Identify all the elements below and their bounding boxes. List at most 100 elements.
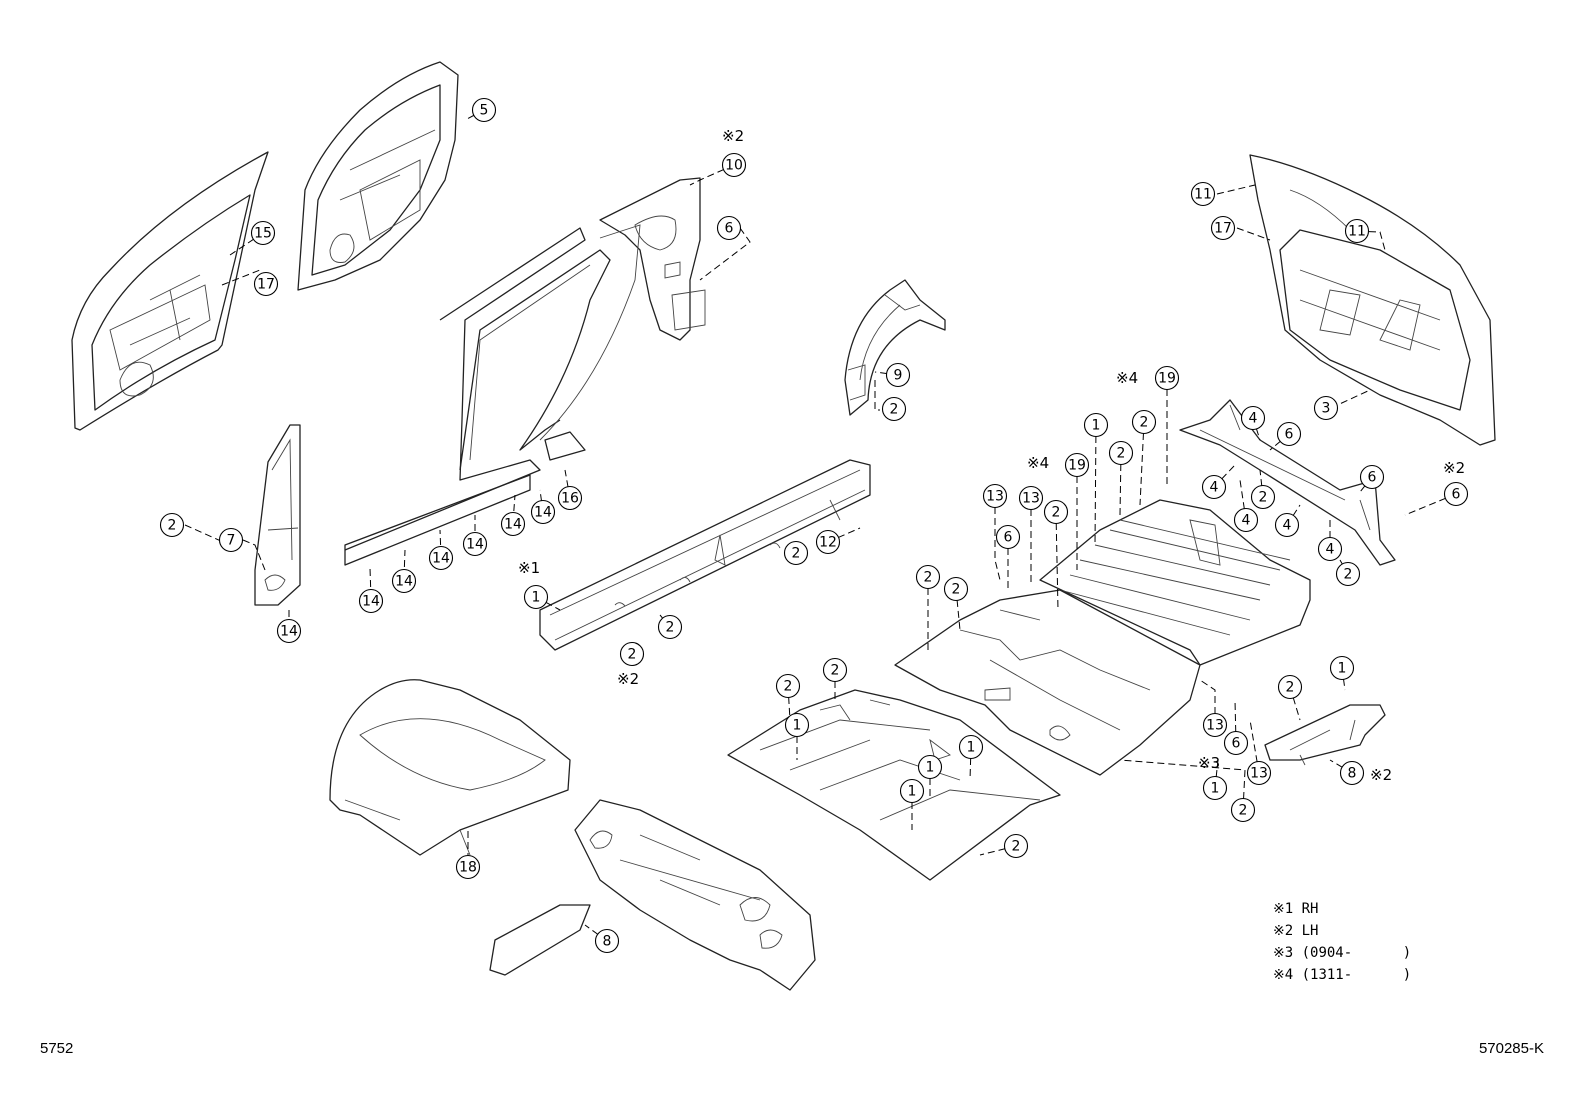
callout-14: 14	[500, 511, 526, 537]
callout-number: 2	[792, 546, 801, 562]
callout-number: 15	[254, 226, 272, 242]
callout-3: 3	[1313, 395, 1339, 421]
callout-number: 19	[1158, 371, 1176, 387]
callout-1: 1	[958, 734, 984, 760]
callout-number: 17	[1214, 221, 1232, 237]
callout-number: 1	[1338, 661, 1347, 677]
callout-circle	[471, 97, 497, 123]
reference-mark: ※4	[1027, 454, 1049, 472]
callout-circle	[159, 512, 185, 538]
callout-number: 4	[1326, 542, 1335, 558]
callout-number: 14	[534, 505, 552, 521]
callout-14: 14	[391, 568, 417, 594]
callout-number: 2	[831, 663, 840, 679]
callout-circle	[253, 271, 279, 297]
callout-2: 2	[1277, 674, 1303, 700]
callout-2: 2	[943, 576, 969, 602]
callout-number: 18	[459, 860, 477, 876]
callout-circle	[982, 483, 1008, 509]
callout-circle	[775, 673, 801, 699]
callout-2: 2	[1043, 499, 1069, 525]
callout-18: 18	[455, 854, 481, 880]
callout-number: 1	[926, 760, 935, 776]
callout-circle	[500, 511, 526, 537]
callout-circle	[1108, 440, 1134, 466]
callout-circle	[1190, 181, 1216, 207]
callout-circle	[1359, 464, 1385, 490]
callout-circle	[1335, 561, 1361, 587]
callout-circle	[530, 499, 556, 525]
callout-number: 14	[362, 594, 380, 610]
callout-number: 6	[1452, 487, 1461, 503]
callout-circle	[1250, 484, 1276, 510]
callout-13: 13	[1246, 760, 1272, 786]
callout-2: 2	[1108, 440, 1134, 466]
callout-circle	[1317, 536, 1343, 562]
back-door-drawing	[1249, 154, 1496, 446]
reference-mark: ※2	[617, 670, 639, 688]
callout-15: 15	[250, 220, 276, 246]
reference-mark: ※3	[1198, 754, 1220, 772]
callout-circle	[358, 588, 384, 614]
callout-number: 5	[480, 103, 489, 119]
callout-circle	[1344, 218, 1370, 244]
callout-11: 11	[1344, 218, 1370, 244]
callout-number: 2	[628, 647, 637, 663]
callout-number: 2	[666, 620, 675, 636]
callout-number: 19	[1068, 458, 1086, 474]
callout-1: 1	[899, 778, 925, 804]
callout-7: 7	[218, 527, 244, 553]
callout-2: 2	[1230, 797, 1256, 823]
reference-mark: ※4	[1116, 369, 1138, 387]
callout-number: 1	[532, 590, 541, 606]
callout-2: 2	[1250, 484, 1276, 510]
callout-circle	[1230, 797, 1256, 823]
legend-item: ※1 RH	[1273, 901, 1319, 917]
callout-number: 2	[1012, 839, 1021, 855]
callout-number: 11	[1194, 187, 1212, 203]
callout-number: 6	[725, 221, 734, 237]
callout-5: 5	[471, 97, 497, 123]
callout-number: 1	[1092, 418, 1101, 434]
callout-8: 8	[1339, 760, 1365, 786]
callout-16: 16	[557, 485, 583, 511]
callout-number: 14	[504, 517, 522, 533]
callout-circle	[619, 641, 645, 667]
callout-6: 6	[1359, 464, 1385, 490]
front-floor-drawing	[727, 689, 1061, 881]
callout-number: 2	[1140, 415, 1149, 431]
callout-circle	[523, 584, 549, 610]
callout-number: 6	[1232, 736, 1241, 752]
callout-circle	[815, 529, 841, 555]
callout-number: 4	[1283, 518, 1292, 534]
callout-number: 1	[908, 784, 917, 800]
callout-2: 2	[619, 641, 645, 667]
callout-number: 2	[890, 402, 899, 418]
callout-2: 2	[657, 614, 683, 640]
callout-number: 2	[1344, 567, 1353, 583]
callout-number: 1	[793, 718, 802, 734]
callout-circle	[1246, 760, 1272, 786]
callout-6: 6	[1276, 421, 1302, 447]
callout-13: 13	[982, 483, 1008, 509]
callout-circle	[1233, 507, 1259, 533]
illustration-code: 570285-K	[1478, 1040, 1544, 1057]
reference-mark: ※2	[722, 127, 744, 145]
callout-circle	[218, 527, 244, 553]
callout-number: 4	[1210, 480, 1219, 496]
callout-number: 12	[819, 535, 837, 551]
callout-6: 6	[1223, 730, 1249, 756]
callout-circle	[716, 215, 742, 241]
callout-number: 8	[603, 934, 612, 950]
callout-1: 1	[523, 584, 549, 610]
callout-circle	[557, 485, 583, 511]
reference-mark: ※2	[1443, 459, 1465, 477]
center-pillar-drawing	[254, 424, 301, 606]
callout-10: 10	[721, 152, 747, 178]
callout-number: 13	[1022, 491, 1040, 507]
callout-number: 14	[466, 537, 484, 553]
callout-circle	[958, 734, 984, 760]
callout-circle	[1131, 409, 1157, 435]
callout-number: 6	[1004, 530, 1013, 546]
